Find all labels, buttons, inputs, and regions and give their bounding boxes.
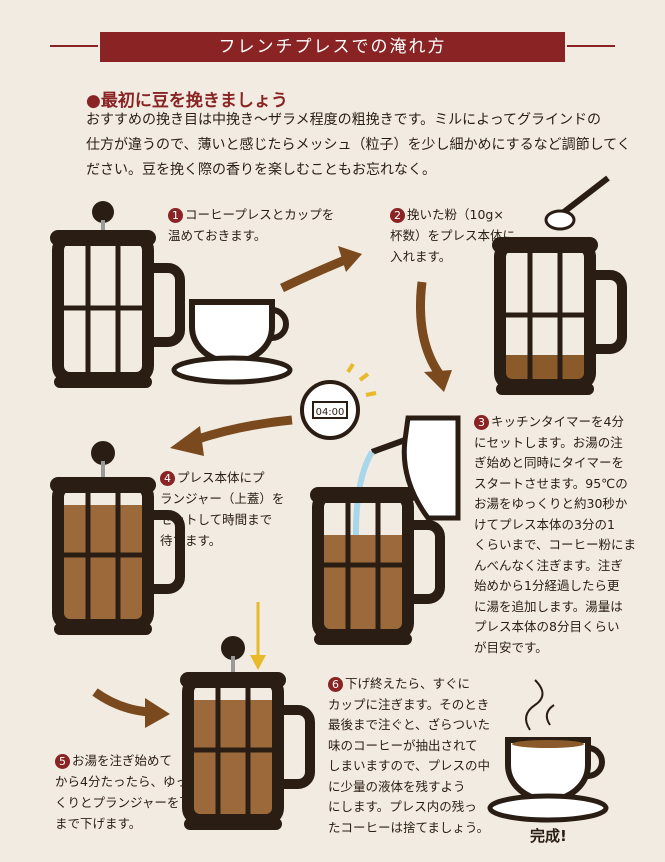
step-line: 入れます。 — [390, 249, 452, 264]
step-line: スタートさせます。95℃の — [474, 475, 628, 491]
arrow-1-icon — [280, 253, 352, 293]
step-line: お湯を注ぎ始めて — [72, 753, 173, 768]
final-cup — [490, 740, 606, 820]
step-number: 1 — [168, 208, 183, 223]
step-line: んべんなく注ぎます。注ぎ — [474, 557, 623, 573]
arrow-3-icon — [193, 415, 293, 445]
step-line: 味のコーヒーが抽出されて — [328, 737, 478, 753]
step-number: 3 — [474, 415, 489, 430]
intro-line: ださい。豆を挽く際の香りを楽しむこともお忘れなく。 — [86, 162, 436, 178]
step-number: 6 — [328, 677, 343, 692]
step-line: 下げ終えたら、すぐに — [345, 676, 471, 691]
arrow-4-icon — [92, 688, 151, 717]
intro-line: 仕方が違うので、薄いと感じたらメッシュ（粒子）を少し細かめにするなど調節してく — [86, 137, 631, 153]
step-line: に湯を追加します。湯量は — [474, 598, 623, 614]
step-line: に少量の液体を残すよう — [328, 778, 466, 794]
step-line: 杯数）をプレス本体に — [390, 228, 516, 243]
timer-display: 04:00 — [316, 407, 345, 418]
french-press-2 — [492, 237, 622, 395]
step-line: 始めから1分経過したら更 — [474, 578, 620, 593]
step-line: が目安です。 — [474, 639, 548, 655]
step-line: ぎ始めと同時にタイマーを — [474, 455, 625, 470]
step-line: プレス本体にプ — [177, 470, 265, 485]
arrow-2-icon — [415, 281, 444, 378]
step-number: 4 — [160, 471, 175, 486]
step-line: カップに注ぎます。そのとき — [328, 696, 490, 712]
steam-icon — [525, 679, 555, 731]
step-line: くりとプランジャーを下 — [55, 795, 192, 810]
intro-paragraph: おすすめの挽き目は中挽き〜ザラメ程度の粗挽きです。ミルによってグラインドの 仕方… — [86, 108, 631, 183]
step-line: コーヒープレスとカップを — [185, 207, 335, 222]
step-line: たコーヒーは捨てましょう。 — [328, 819, 490, 835]
step-line: 最後まで注ぐと、ざらついた — [328, 717, 491, 732]
intro-line: おすすめの挽き目は中挽き〜ザラメ程度の粗挽きです。ミルによってグラインドの — [86, 112, 602, 128]
arrow-2-head — [424, 370, 452, 392]
french-press-1 — [50, 201, 180, 388]
step-number: 2 — [390, 208, 405, 223]
step-line: 挽いた粉（10g× — [407, 207, 504, 222]
step-line: セットして時間まで — [160, 512, 273, 527]
cup-1 — [174, 302, 290, 382]
finish-label: 完成! — [530, 827, 567, 845]
french-press-3 — [50, 441, 180, 635]
step-line: まで下げます。 — [55, 816, 142, 831]
arrow-4-head — [145, 698, 170, 728]
arrow-3-head — [170, 426, 204, 456]
step-line: プレス本体の8分目くらい — [474, 619, 620, 634]
step-line: から4分たったら、ゆっ — [55, 774, 188, 789]
french-press-5 — [180, 636, 310, 830]
step-line: お湯をゆっくりと約30秒か — [474, 496, 628, 511]
step-line: にセットします。お湯の注 — [474, 434, 623, 450]
page-title: フレンチプレスでの淹れ方 — [100, 32, 565, 62]
kettle-icon — [352, 415, 461, 541]
section-heading: ●最初に豆を挽きましょう — [86, 91, 288, 111]
step-line: しまいますので、プレスの中 — [328, 758, 491, 773]
spoon-icon — [558, 175, 610, 218]
french-press-4 — [310, 487, 440, 645]
step-line: にします。プレス内の残っ — [328, 799, 477, 814]
banner-ornament-right — [567, 45, 615, 47]
banner-ornament-left — [50, 45, 98, 47]
step-line: ランジャー（上蓋）を — [160, 491, 285, 506]
step-line: けてプレス本体の3分の1 — [474, 516, 615, 532]
kitchen-timer — [300, 362, 377, 440]
step-line: 温めておきます。 — [168, 228, 267, 243]
step-number: 5 — [55, 754, 70, 769]
step-line: くらいまで、コーヒー粉にま — [474, 537, 637, 552]
arrow-1-head — [338, 246, 362, 272]
step-line: キッチンタイマーを4分 — [491, 414, 624, 429]
